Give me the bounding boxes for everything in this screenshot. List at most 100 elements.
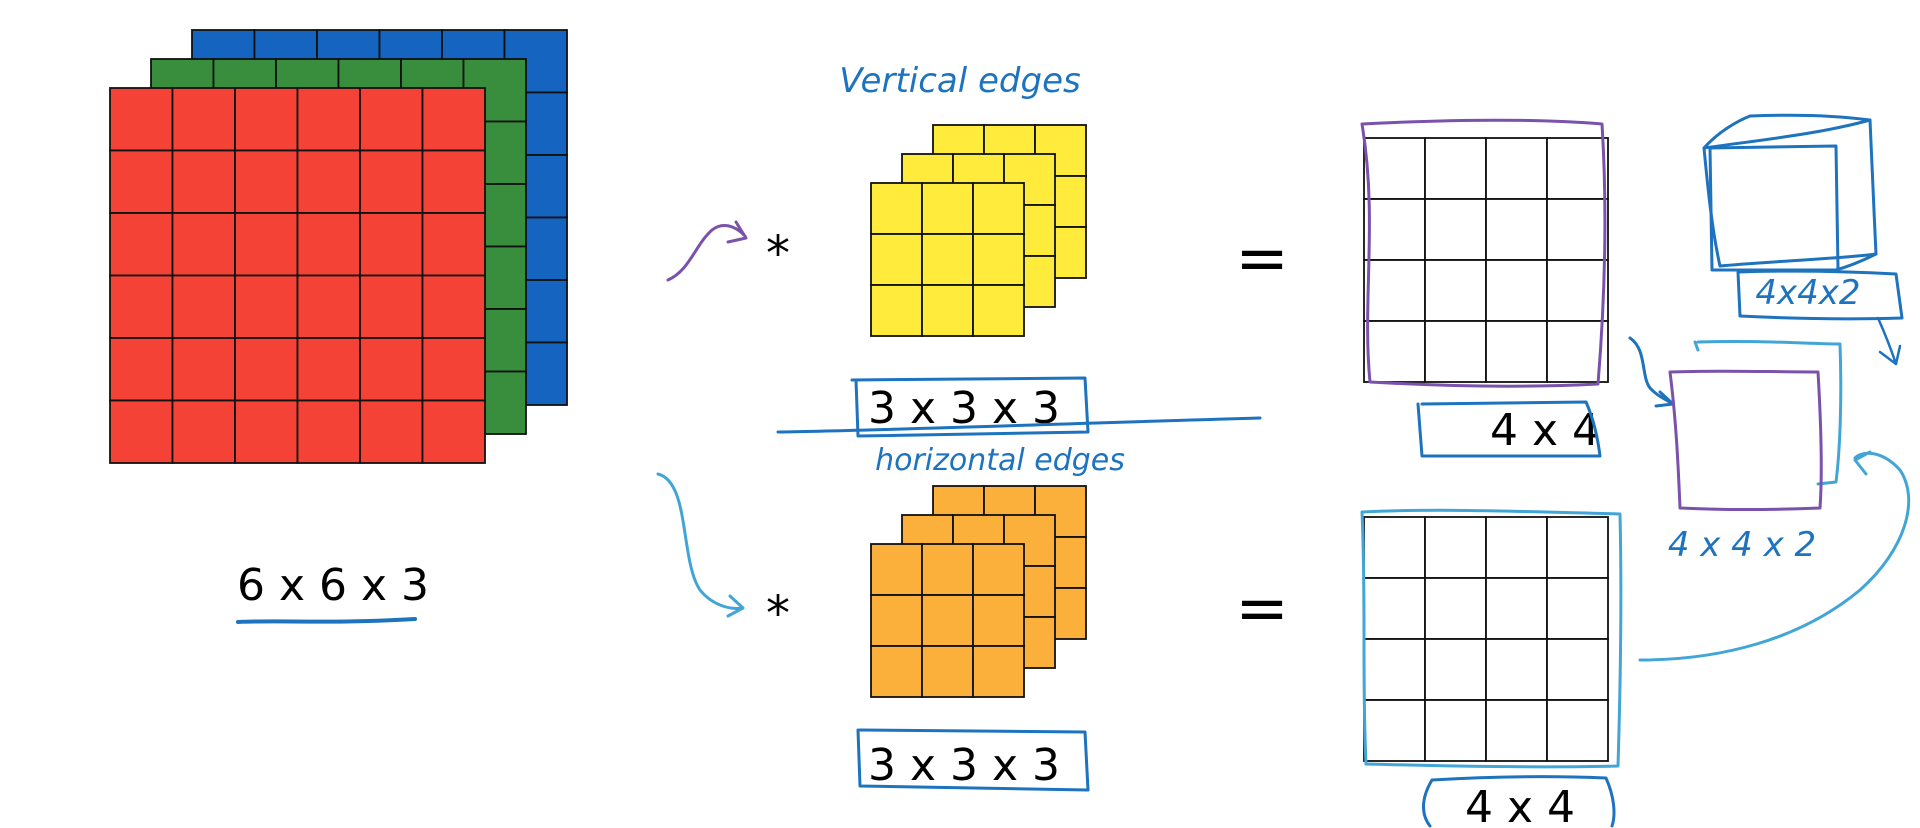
- output-top-cell: [1363, 320, 1426, 383]
- arrow-to-top-convolution-icon: [666, 220, 748, 282]
- input-layer-0-cell: [359, 399, 424, 464]
- output-bottom-cell: [1546, 516, 1609, 579]
- input-layer-0-cell: [359, 337, 424, 402]
- output-bottom-cell: [1485, 516, 1548, 579]
- input-layer-0-cell: [296, 87, 361, 152]
- stacked-output: 4 x 4 x 2: [1668, 339, 1843, 565]
- input-layer-0-cell: [109, 274, 174, 339]
- equals-operator-top: =: [1235, 222, 1289, 296]
- input-volume: 6 x 6 x 3: [109, 29, 568, 624]
- output-top-label-box: [1416, 400, 1602, 458]
- output-bottom-cell: [1546, 638, 1609, 701]
- output-top-outline: [1360, 118, 1607, 388]
- output-top-cell: [1546, 259, 1609, 322]
- input-layer-0-cell: [296, 274, 361, 339]
- filter-horizontal-layer-0-cell: [921, 645, 974, 698]
- filter-horizontal-layer-0-cell: [972, 594, 1025, 647]
- filter-vertical-layer-0-cell: [972, 182, 1025, 235]
- cube-edges: [1702, 113, 1878, 272]
- input-layer-0-cell: [171, 337, 236, 402]
- filter-vertical-layer-0-cell: [870, 182, 923, 235]
- input-layer-0-cell: [171, 87, 236, 152]
- output-bottom-cell: [1424, 699, 1487, 762]
- equals-operator-bottom: =: [1235, 572, 1289, 646]
- output-bottom-cell: [1424, 577, 1487, 640]
- filter-vertical-edges-label-box: [850, 376, 1090, 438]
- input-layer-0-cell: [109, 149, 174, 214]
- input-volume-label: 6 x 6 x 3: [237, 560, 429, 611]
- output-bottom-cell: [1424, 638, 1487, 701]
- input-layer-0-cell: [234, 399, 299, 464]
- filter-vertical-layer-0-cell: [921, 233, 974, 286]
- filter-horizontal-edges-layers: [870, 485, 1087, 698]
- filter-horizontal-layer-0-cell: [870, 594, 923, 647]
- output-bottom-cell: [1363, 577, 1426, 640]
- output-bottom-label-box: [1422, 775, 1616, 828]
- output-bottom-cell: [1363, 699, 1426, 762]
- stacked-output-label: 4 x 4 x 2: [1668, 525, 1816, 565]
- output-top-cell: [1546, 198, 1609, 261]
- input-layer-0-cell: [109, 337, 174, 402]
- cube-back-face: [1702, 118, 1878, 268]
- input-layer-0-cell: [234, 337, 299, 402]
- input-layer-0-cell: [359, 212, 424, 277]
- arrow-to-bottom-convolution-icon: [656, 472, 745, 618]
- output-bottom-label: 4 x 4: [1465, 782, 1575, 828]
- filter-horizontal-layer-0-cell: [870, 645, 923, 698]
- input-layer-0-cell: [234, 87, 299, 152]
- output-bottom-cell: [1546, 577, 1609, 640]
- input-layer-0-cell: [109, 212, 174, 277]
- output-top-label: 4 x 4: [1490, 405, 1600, 456]
- output-bottom-cell: [1546, 699, 1609, 762]
- input-layer-0-cell: [421, 212, 486, 277]
- filter-horizontal-layer-0-cell: [972, 645, 1025, 698]
- input-layer-0-cell: [421, 149, 486, 214]
- input-layer-0-cell: [109, 87, 174, 152]
- input-layer-0-cell: [171, 212, 236, 277]
- input-layer-0-cell: [109, 399, 174, 464]
- output-bottom-outline: [1360, 508, 1623, 769]
- output-top-cell: [1424, 320, 1487, 383]
- filter-horizontal-edges-annotation: horizontal edges: [875, 443, 1125, 478]
- output-bottom-cell: [1363, 638, 1426, 701]
- curve-bottom-to-stack-icon: [1638, 450, 1911, 662]
- output-top-cell: [1485, 137, 1548, 200]
- input-layer-0-cell: [359, 149, 424, 214]
- output-top-cell: [1363, 259, 1426, 322]
- output-bottom: 4 x 4: [1360, 508, 1623, 828]
- input-layer-0-cell: [421, 274, 486, 339]
- filter-horizontal-layer-0-cell: [972, 543, 1025, 596]
- output-top-cell: [1485, 198, 1548, 261]
- filter-horizontal-edges-label-box: [856, 728, 1090, 792]
- input-layer-0-cell: [421, 399, 486, 464]
- input-layer-0-cell: [359, 274, 424, 339]
- filter-vertical-layer-0-cell: [972, 284, 1025, 337]
- divider-stroke: [776, 416, 1262, 434]
- input-layer-0-cell: [234, 212, 299, 277]
- output-top-cell: [1485, 320, 1548, 383]
- filter-horizontal-edges: horizontal edges 3 x 3 x 3: [856, 443, 1125, 792]
- filter-vertical-layer-0-cell: [870, 284, 923, 337]
- input-layer-0-cell: [296, 399, 361, 464]
- output-top-cell: [1424, 198, 1487, 261]
- filter-vertical-layer-0-cell: [921, 182, 974, 235]
- input-label-underline: [236, 617, 417, 624]
- input-layer-0-cell: [359, 87, 424, 152]
- input-layer-0-cell: [171, 149, 236, 214]
- input-layer-0-cell: [234, 274, 299, 339]
- cube-arrow-icon: [1876, 316, 1902, 366]
- stacked-output-back-layer: [1693, 339, 1843, 486]
- output-top-cell: [1363, 198, 1426, 261]
- filter-vertical-edges-layers: [870, 124, 1087, 337]
- filter-vertical-edges-annotation: Vertical edges: [839, 61, 1080, 101]
- convolve-operator-top: *: [766, 226, 790, 282]
- input-layer-0-cell: [171, 274, 236, 339]
- filter-horizontal-edges-label: 3 x 3 x 3: [868, 740, 1060, 791]
- filter-vertical-layer-0-cell: [972, 233, 1025, 286]
- filter-horizontal-layer-0-cell: [921, 543, 974, 596]
- filter-vertical-edges: Vertical edges 3 x 3 x 3: [839, 61, 1090, 438]
- brace-to-stack-icon: [1628, 336, 1675, 408]
- output-bottom-cell: [1485, 699, 1548, 762]
- output-top-cell: [1485, 259, 1548, 322]
